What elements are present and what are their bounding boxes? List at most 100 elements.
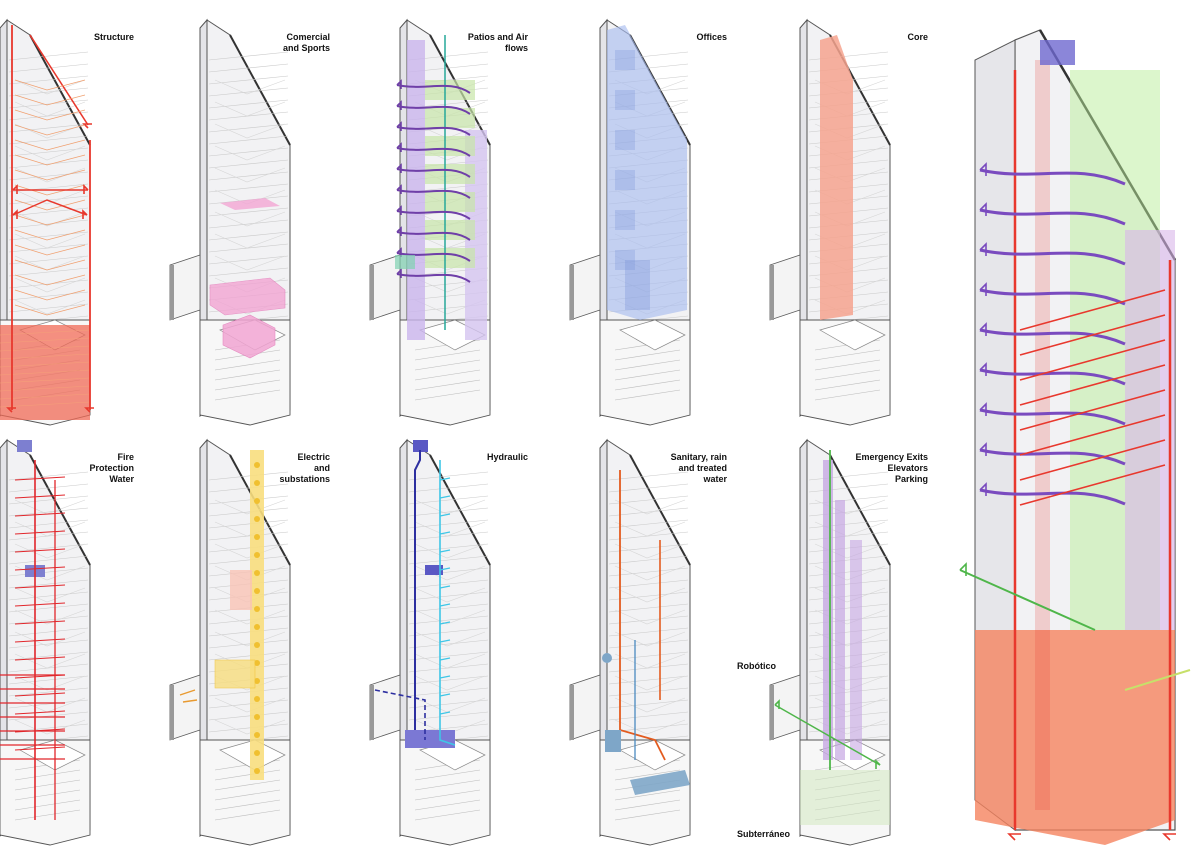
arrow-head xyxy=(979,442,987,456)
fire-branch xyxy=(14,512,66,517)
podium-edge xyxy=(370,685,374,740)
arrow-head xyxy=(396,163,402,173)
arrow-head xyxy=(6,407,16,413)
floor-line xyxy=(8,135,89,145)
base-plinth xyxy=(619,319,686,351)
lattice xyxy=(14,233,86,249)
combined-airflow xyxy=(979,488,1126,506)
structure-base-line xyxy=(0,329,91,336)
floor-line xyxy=(408,627,489,637)
elevator-shaft-2 xyxy=(835,500,845,760)
floor-line xyxy=(608,627,689,637)
structure-chevron xyxy=(14,229,86,241)
floor-line xyxy=(608,663,689,673)
floor-line xyxy=(808,543,889,553)
tower-side xyxy=(799,438,808,838)
electric-node xyxy=(254,534,260,540)
base-line xyxy=(814,359,881,371)
lattice xyxy=(14,101,86,117)
arrow-head xyxy=(979,162,987,176)
hydraulic-branch xyxy=(439,567,451,571)
floor-line xyxy=(408,507,489,517)
floor-line xyxy=(208,531,289,541)
fire-branch xyxy=(14,638,66,643)
arrow-head xyxy=(979,362,987,376)
combined-tank xyxy=(1040,40,1075,65)
floor-line xyxy=(608,579,689,589)
podium-edge xyxy=(170,685,174,740)
base-plinth xyxy=(819,319,886,351)
base-line xyxy=(14,779,81,791)
base-line xyxy=(414,799,481,811)
base-line xyxy=(614,359,681,371)
hydraulic-branch xyxy=(439,693,451,697)
structure-base-line xyxy=(0,361,91,368)
floor-line xyxy=(8,603,89,613)
structure-tie xyxy=(12,199,88,216)
floor-line xyxy=(408,711,489,721)
lattice xyxy=(14,653,86,669)
floor-line xyxy=(8,543,89,553)
tower-fire xyxy=(0,438,91,846)
structure-base-line xyxy=(0,345,91,352)
floor-line xyxy=(608,531,689,541)
floor-line xyxy=(208,651,289,661)
floor-line xyxy=(608,519,689,529)
arrow-head xyxy=(396,184,402,194)
hydraulic-branch xyxy=(439,621,451,625)
structure-chevron xyxy=(14,124,86,136)
floor-line xyxy=(208,207,289,217)
floor-line xyxy=(208,687,289,697)
floor-line xyxy=(208,219,289,229)
roof-edge xyxy=(829,454,891,566)
floor-line xyxy=(208,159,289,169)
floor-line xyxy=(808,555,889,565)
tower-side xyxy=(0,438,8,837)
floor-line xyxy=(408,663,489,673)
floor-line xyxy=(208,123,289,133)
roof-edge xyxy=(29,454,91,566)
floor-line xyxy=(8,531,89,541)
label-electric: Electric and substations xyxy=(279,452,330,484)
label-subterraneo: Subterráneo xyxy=(737,829,791,839)
podium-side xyxy=(569,674,601,741)
tower-commercial xyxy=(169,18,291,426)
label-patios: Patios and Air flows xyxy=(467,32,528,53)
patio-green-slab xyxy=(425,164,475,184)
fire-tank-top xyxy=(17,440,32,452)
floor-line xyxy=(208,147,289,157)
base-line xyxy=(814,389,881,401)
lattice xyxy=(614,697,686,713)
lattice xyxy=(214,697,286,713)
structure-chevron xyxy=(14,289,86,301)
lattice xyxy=(614,521,686,537)
floor-line xyxy=(808,567,889,577)
base-line xyxy=(214,769,281,781)
lattice xyxy=(614,675,686,691)
fire-branch xyxy=(14,584,66,589)
hydraulic-branch xyxy=(439,585,451,589)
lattice xyxy=(614,587,686,603)
base-line xyxy=(614,349,681,361)
floor-line xyxy=(8,555,89,565)
podium-edge xyxy=(570,265,574,320)
floor-line xyxy=(808,531,889,541)
structure-chevron xyxy=(14,169,86,181)
floor-line xyxy=(408,603,489,613)
structure-roof-arrow xyxy=(29,34,89,126)
electric-node xyxy=(254,606,260,612)
base-line xyxy=(14,789,81,801)
sanitary-tray xyxy=(630,770,690,795)
floor-line xyxy=(208,615,289,625)
structure-chevron xyxy=(14,139,86,151)
electric-feed xyxy=(179,689,198,703)
hydraulic-main xyxy=(414,450,421,730)
floor-line xyxy=(808,579,889,589)
floor-line xyxy=(808,603,889,613)
lattice xyxy=(214,719,286,735)
combined-tie xyxy=(1019,464,1166,506)
structure-chevron xyxy=(14,199,86,211)
base-line xyxy=(414,769,481,781)
floor-line xyxy=(408,699,489,709)
floor-line xyxy=(8,651,89,661)
